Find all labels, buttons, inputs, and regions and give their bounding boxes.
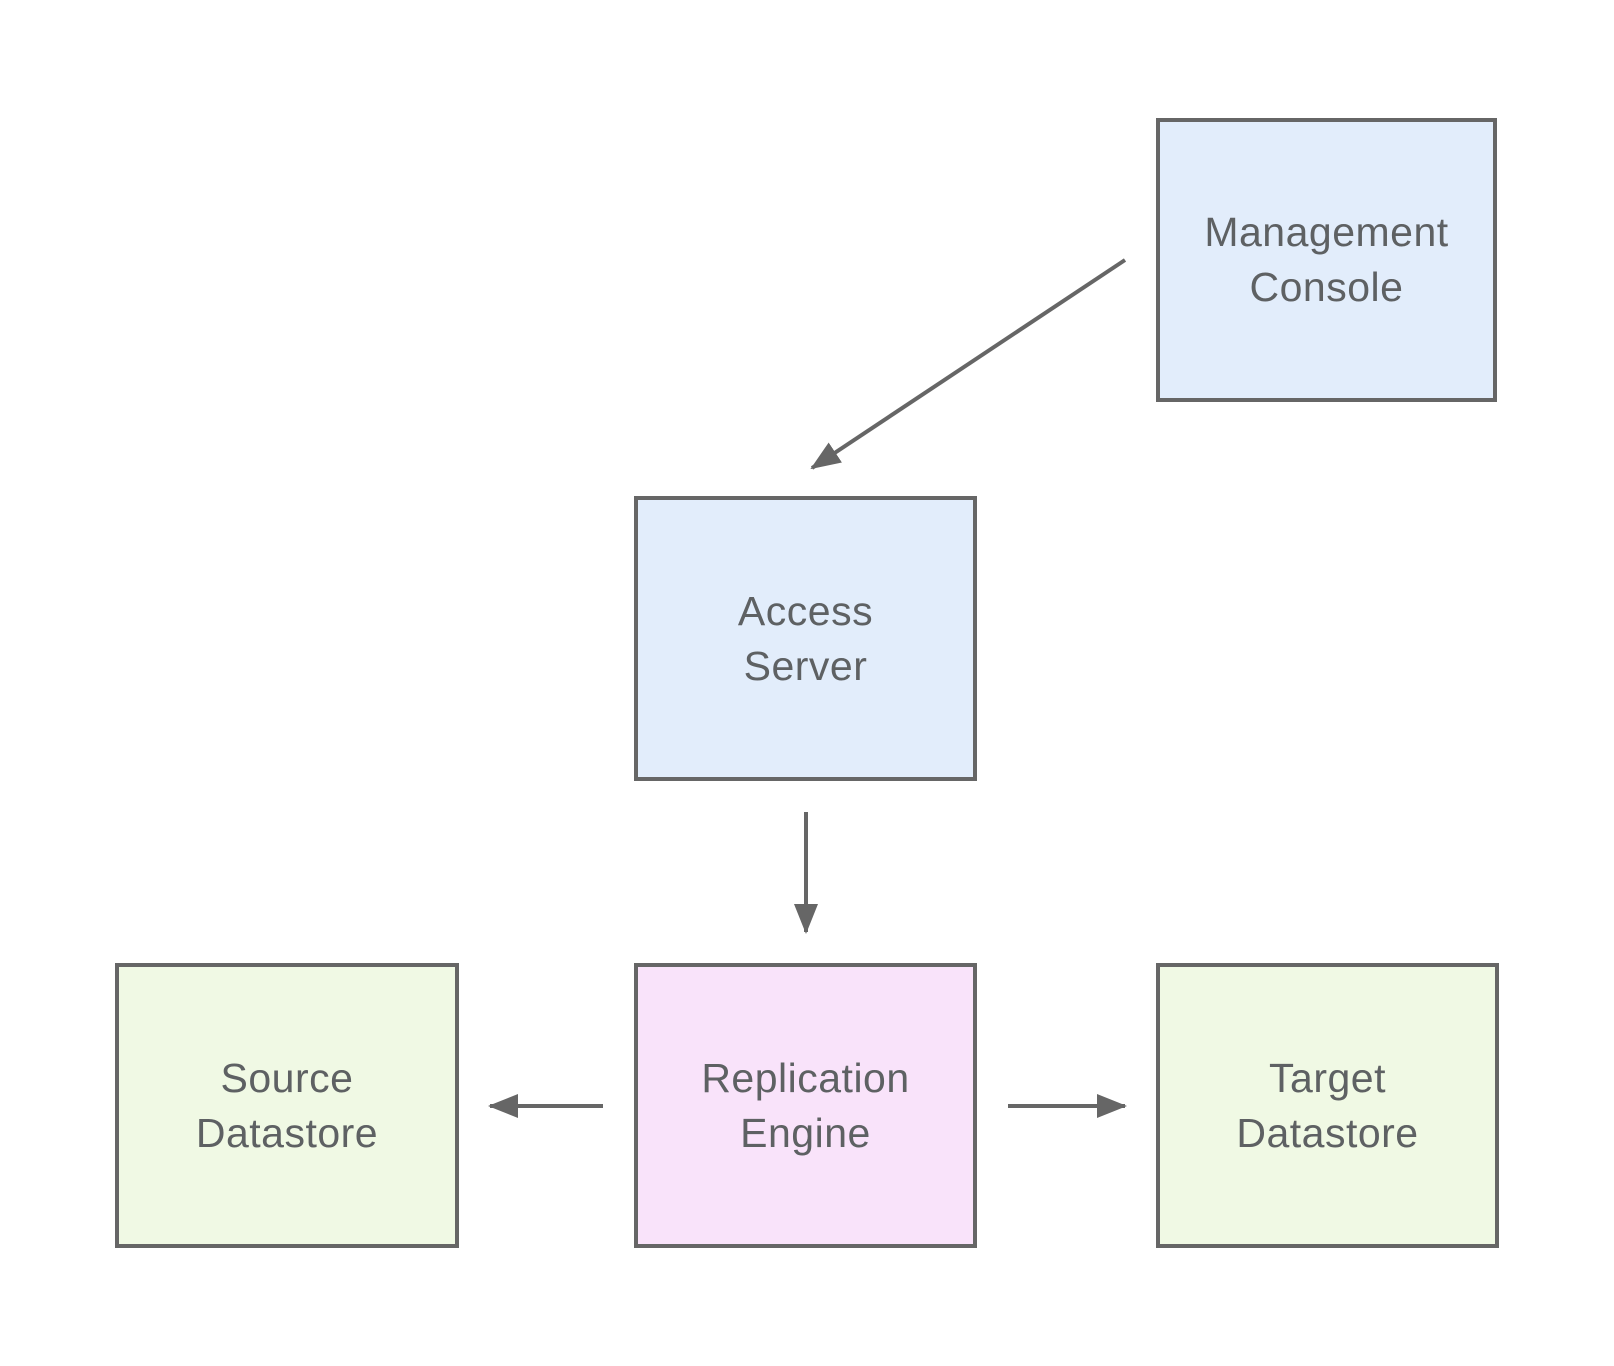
node-management-console: Management Console [1156, 118, 1497, 402]
node-source-datastore-label: Source Datastore [196, 1051, 378, 1161]
node-source-datastore: Source Datastore [115, 963, 459, 1248]
label-line: Datastore [1236, 1109, 1419, 1156]
label-line: Access [737, 587, 874, 634]
edge-management-console-to-access-server [810, 258, 1127, 470]
label-line: Management [1204, 209, 1449, 255]
label-line: Target [1269, 1054, 1386, 1101]
label-line: Source [220, 1054, 354, 1101]
label-line: Replication [701, 1054, 910, 1101]
node-management-console-label: Management Console [1204, 205, 1448, 315]
label-line: Engine [740, 1109, 871, 1156]
node-target-datastore-label: Target Datastore [1236, 1051, 1418, 1161]
node-access-server: Access Server [634, 496, 977, 781]
node-access-server-label: Access Server [738, 584, 873, 694]
node-replication-engine-label: Replication Engine [701, 1051, 909, 1161]
node-replication-engine: Replication Engine [634, 963, 977, 1248]
label-line: Server [743, 642, 868, 689]
label-line: Datastore [195, 1109, 379, 1156]
node-target-datastore: Target Datastore [1156, 963, 1499, 1248]
label-line: Console [1249, 264, 1404, 310]
